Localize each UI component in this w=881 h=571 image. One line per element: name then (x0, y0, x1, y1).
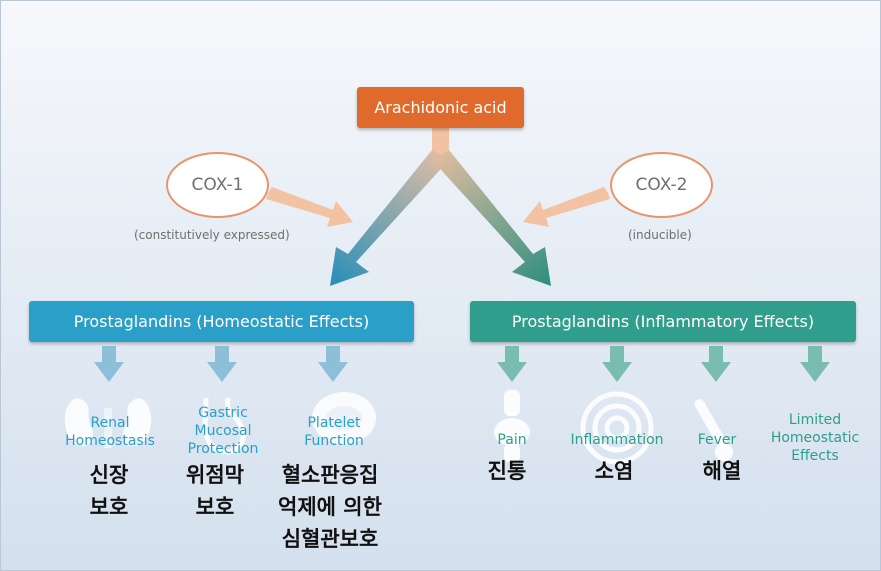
down-arrow-renal (94, 346, 124, 382)
down-arrow-gastric (207, 346, 237, 382)
effect-limited: Limited Homeostatic Effects (771, 411, 859, 465)
effect-line: Effects (791, 448, 839, 464)
korean-fever: 해열 (703, 455, 742, 487)
cox2-ellipse: COX-2 (610, 152, 713, 218)
effect-pain: Pain (497, 431, 526, 449)
effect-line: Limited (788, 412, 842, 428)
homeostatic-box: Prostaglandins (Homeostatic Effects) (29, 301, 414, 342)
down-arrow-platelet (318, 346, 348, 382)
down-arrow-limited (800, 346, 830, 382)
effect-line: Platelet (307, 415, 361, 431)
platelet-icon (312, 392, 376, 444)
cox1-arrow (266, 187, 353, 227)
korean-line: 보호 (195, 495, 235, 519)
korean-line: 진통 (487, 459, 527, 483)
effect-line: Mucosal (194, 423, 252, 439)
korean-line: 혈소판응집 (281, 463, 379, 487)
korean-line: 보호 (89, 495, 129, 519)
korean-line: 억제에 의한 (278, 495, 382, 519)
arachidonic-acid-label: Arachidonic acid (374, 98, 507, 117)
korean-gastric: 위점막 보호 (186, 459, 244, 523)
cox2-label: COX-2 (635, 175, 688, 195)
down-arrows-right (497, 346, 830, 382)
kidney-icon (64, 398, 152, 448)
down-arrow-inflammation (602, 346, 632, 382)
down-arrows-left (94, 346, 348, 382)
joint-icon (494, 390, 530, 462)
effect-line: Renal (90, 415, 130, 431)
homeostatic-label: Prostaglandins (Homeostatic Effects) (73, 312, 370, 331)
target-icon (580, 391, 654, 465)
effect-gastric: Gastric Mucosal Protection (188, 404, 259, 458)
cox1-ellipse: COX-1 (166, 152, 269, 218)
cox1-label: COX-1 (191, 175, 244, 195)
cox2-arrow (523, 187, 610, 227)
effect-line: Inflammation (570, 432, 664, 448)
cox2-note: (inducible) (628, 228, 692, 242)
effect-renal: Renal Homeostasis (65, 414, 155, 450)
effect-line: Gastric (198, 405, 248, 421)
cox1-note: (constitutively expressed) (134, 228, 290, 242)
effect-fever: Fever (698, 431, 737, 449)
effect-line: Homeostasis (65, 433, 155, 449)
arrow-to-homeostatic (330, 150, 449, 286)
korean-line: 위점막 (186, 463, 244, 487)
effect-line: Fever (697, 432, 737, 448)
korean-line: 심혈관보호 (281, 527, 379, 551)
korean-inflammation: 소염 (595, 455, 634, 487)
korean-renal: 신장 보호 (90, 459, 129, 523)
effect-platelet: Platelet Function (304, 414, 364, 450)
korean-line: 소염 (594, 459, 634, 483)
down-arrow-pain (497, 346, 527, 382)
effect-line: Function (304, 433, 364, 449)
korean-line: 해열 (702, 459, 742, 483)
korean-pain: 진통 (488, 455, 527, 487)
korean-line: 신장 (89, 463, 129, 487)
down-arrow-fever (701, 346, 731, 382)
stomach-icon (202, 397, 246, 455)
arrow-to-inflammatory (432, 150, 551, 286)
inflammatory-label: Prostaglandins (Inflammatory Effects) (511, 312, 815, 331)
thermometer-icon (694, 399, 733, 461)
arachidonic-acid-box: Arachidonic acid (357, 87, 524, 128)
effect-line: Pain (497, 432, 527, 448)
inflammatory-box: Prostaglandins (Inflammatory Effects) (470, 301, 856, 342)
stem-connector (432, 128, 449, 160)
effect-line: Homeostatic (770, 430, 860, 446)
effect-inflammation: Inflammation (570, 431, 663, 449)
korean-platelet: 혈소판응집 억제에 의한 심혈관보호 (278, 459, 382, 555)
effect-line: Protection (187, 441, 259, 457)
